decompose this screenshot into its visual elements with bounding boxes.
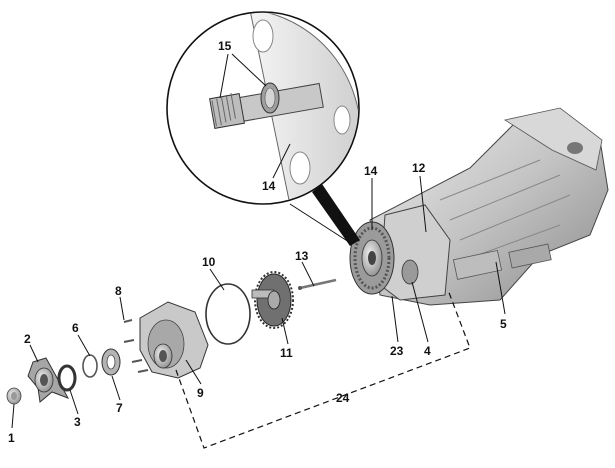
callout-9: 9	[197, 386, 204, 400]
detail-magnifier	[166, 11, 360, 205]
part-10-o-ring	[205, 283, 251, 345]
callout-6: 6	[72, 321, 79, 335]
callout-7: 7	[116, 401, 123, 415]
part-3-seal	[57, 364, 77, 392]
callout-13: 13	[295, 249, 309, 263]
part-7-bearing	[101, 348, 121, 376]
part-9-cover	[139, 301, 209, 379]
part-11-gear	[251, 271, 294, 329]
part-1-cap	[6, 387, 22, 405]
callout-11: 11	[280, 346, 293, 360]
magnifier-pointer	[289, 184, 360, 246]
callout-14-inset: 14	[262, 179, 276, 193]
callout-1: 1	[8, 431, 15, 445]
callout-4: 4	[424, 344, 431, 358]
callout-3: 3	[74, 415, 81, 429]
group-24-bracket	[175, 289, 471, 449]
converter-gear-ring	[349, 221, 395, 295]
part-13-pin	[298, 278, 337, 290]
callout-24: 24	[336, 391, 350, 405]
callout-23: 23	[390, 344, 404, 358]
callout-5: 5	[500, 317, 507, 331]
callout-10: 10	[202, 255, 216, 269]
callout-15: 15	[218, 39, 232, 53]
callout-8: 8	[115, 284, 122, 298]
part-2-flange	[27, 357, 70, 403]
callout-2: 2	[24, 332, 31, 346]
part-6-circlip	[82, 354, 98, 378]
callout-14: 14	[364, 164, 378, 178]
part-8-bolts	[123, 319, 149, 373]
callout-labels: 15 14 14 12 13 10 8 6 2 1 3 7 9 11 23 4 …	[8, 39, 507, 445]
transmission-front-face	[379, 204, 451, 301]
callout-12: 12	[412, 161, 426, 175]
leader-lines	[11, 53, 506, 429]
